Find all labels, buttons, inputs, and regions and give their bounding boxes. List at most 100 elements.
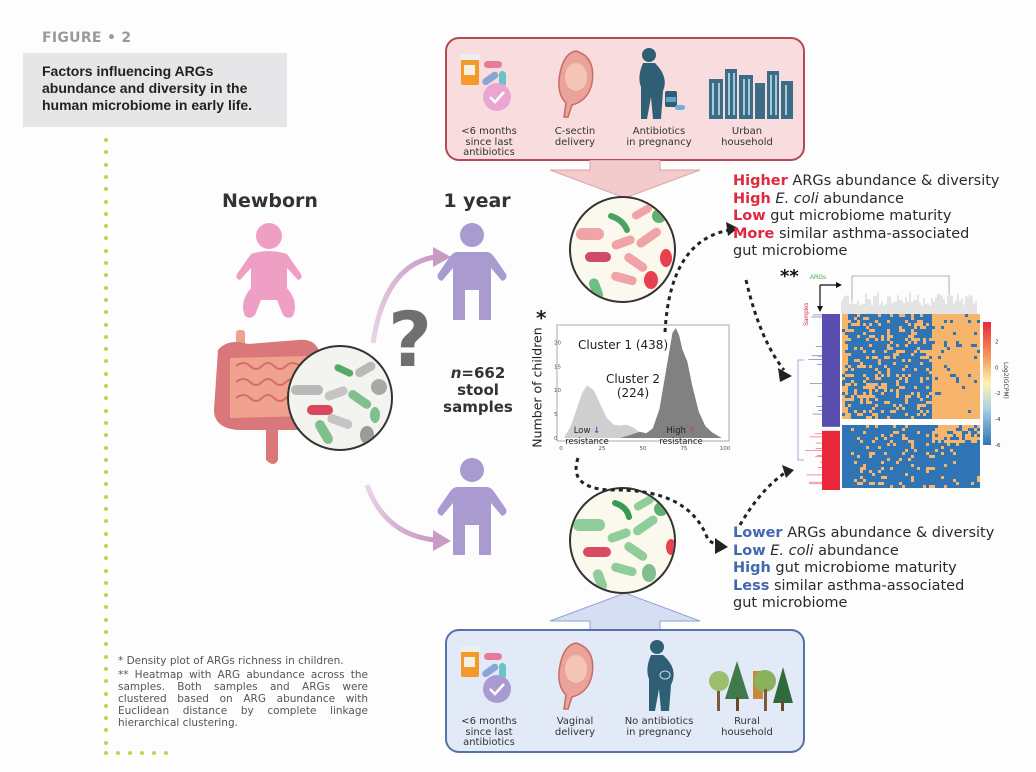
heatmap-cell — [845, 386, 848, 389]
heatmap-cell — [884, 404, 887, 407]
figure-title-line: human microbiome in early life. — [42, 97, 253, 113]
heatmap-cell — [869, 401, 872, 404]
heatmap-cell — [908, 401, 911, 404]
heatmap-cell — [902, 341, 905, 344]
heatmap-cell — [905, 482, 908, 485]
heatmap-cell — [887, 365, 890, 368]
heatmap-cell — [869, 389, 872, 392]
heatmap-cell — [920, 335, 923, 338]
dot — [104, 420, 108, 425]
heatmap-cell — [914, 455, 917, 458]
heatmap-cell — [950, 479, 953, 482]
heatmap-cell — [914, 395, 917, 398]
heatmap-cell — [917, 335, 920, 338]
heatmap-cell — [935, 395, 938, 398]
heatmap-cell — [977, 335, 980, 338]
heatmap-cell — [896, 365, 899, 368]
heatmap-cell — [899, 389, 902, 392]
heatmap-cell — [866, 314, 869, 317]
heatmap-cell — [959, 386, 962, 389]
heatmap-cell — [872, 407, 875, 410]
heatmap-cell — [863, 413, 866, 416]
heatmap-cell — [848, 455, 851, 458]
heatmap-cell — [968, 428, 971, 431]
heatmap-cell — [923, 461, 926, 464]
heatmap-cell — [953, 386, 956, 389]
heatmap-cell — [953, 374, 956, 377]
heatmap-cell — [890, 449, 893, 452]
heatmap-cell — [962, 320, 965, 323]
heatmap-cell — [845, 464, 848, 467]
heatmap-cell — [893, 449, 896, 452]
heatmap-cell — [842, 356, 845, 359]
heatmap-cell — [869, 428, 872, 431]
heatmap-cell — [950, 338, 953, 341]
heatmap-cell — [848, 446, 851, 449]
heatmap-cell — [899, 401, 902, 404]
heatmap-cell — [857, 377, 860, 380]
heatmap-cell — [899, 374, 902, 377]
heatmap-cell — [851, 470, 854, 473]
heatmap-cell — [881, 377, 884, 380]
heatmap-cell — [848, 464, 851, 467]
heatmap-cell — [881, 404, 884, 407]
heatmap-cell — [899, 362, 902, 365]
heatmap-cell — [941, 437, 944, 440]
heatmap-cell — [893, 347, 896, 350]
heatmap-cell — [926, 455, 929, 458]
heatmap-cell — [968, 341, 971, 344]
heatmap-cell — [875, 452, 878, 455]
heatmap-cell — [848, 467, 851, 470]
heatmap-cell — [911, 401, 914, 404]
heatmap-cell — [857, 443, 860, 446]
heatmap-cell — [899, 479, 902, 482]
heatmap-cell — [884, 467, 887, 470]
heatmap-cell — [917, 455, 920, 458]
heatmap-cell — [854, 329, 857, 332]
heatmap-cell — [905, 413, 908, 416]
heatmap-cell — [941, 416, 944, 419]
heatmap-cell — [857, 380, 860, 383]
heatmap-cell — [971, 338, 974, 341]
heatmap-cell — [911, 359, 914, 362]
heatmap-cell — [884, 380, 887, 383]
heatmap-cell — [944, 428, 947, 431]
heatmap-cell — [908, 317, 911, 320]
heatmap-cell — [950, 437, 953, 440]
heatmap-cell — [923, 413, 926, 416]
heatmap-cell — [977, 449, 980, 452]
heatmap-cell — [977, 314, 980, 317]
heatmap-cell — [959, 431, 962, 434]
heatmap-cell — [872, 347, 875, 350]
heatmap-cell — [896, 452, 899, 455]
heatmap-cell — [938, 371, 941, 374]
heatmap-cell — [959, 410, 962, 413]
heatmap-cell — [974, 446, 977, 449]
heatmap-cell — [896, 485, 899, 488]
heatmap-cell — [896, 482, 899, 485]
heatmap-cell — [878, 446, 881, 449]
heatmap-cell — [962, 362, 965, 365]
heatmap-cell — [893, 485, 896, 488]
heatmap-cell — [902, 329, 905, 332]
heatmap-cell — [857, 344, 860, 347]
heatmap-cell — [866, 437, 869, 440]
heatmap-cell — [947, 323, 950, 326]
heatmap-cell — [965, 323, 968, 326]
heatmap-cell — [914, 467, 917, 470]
heatmap-cell — [911, 314, 914, 317]
heatmap-cell — [935, 398, 938, 401]
heatmap-cell — [944, 473, 947, 476]
heatmap-cell — [947, 416, 950, 419]
heatmap-cell — [968, 386, 971, 389]
heatmap-cell — [932, 377, 935, 380]
heatmap-cell — [845, 380, 848, 383]
heatmap-cell — [869, 368, 872, 371]
heatmap-cell — [875, 470, 878, 473]
heatmap-cell — [875, 332, 878, 335]
heatmap-cell — [953, 314, 956, 317]
heatmap-cell — [971, 332, 974, 335]
heatmap-cell — [890, 458, 893, 461]
heatmap-cell — [974, 413, 977, 416]
colorbar-tick-label: -2 — [995, 391, 1000, 397]
